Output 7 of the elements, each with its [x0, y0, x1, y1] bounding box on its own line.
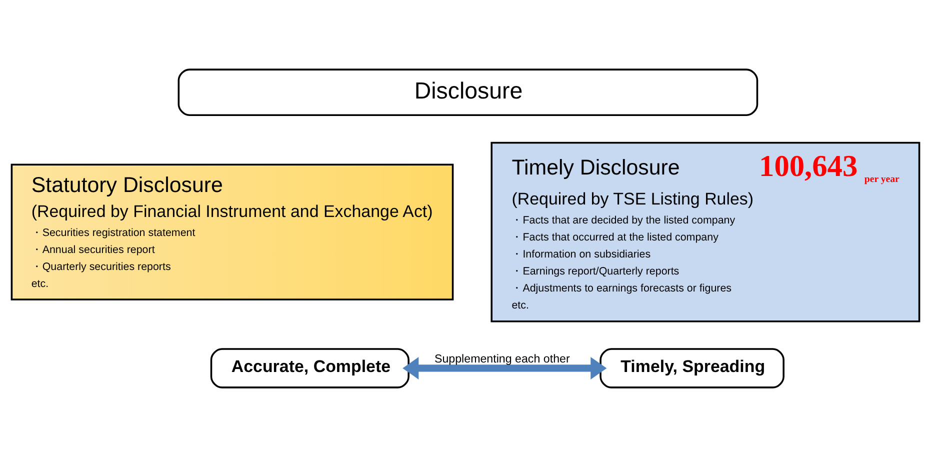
- node-box: Timely, Spreading: [600, 348, 784, 388]
- arrow: [402, 357, 607, 380]
- node-box: Timely Disclosure 100,643 per year (Required by TSE Listing Rules) ・Facts that are decided by the listed company ・Facts that occurred at the listed company ・Information on subsidiaries ・Earnings report/Quarterly reports ・Adjustments to earnings forecasts or figures etc.: [490, 142, 920, 322]
- edge-label: Supplementing each other: [434, 352, 570, 366]
- node-box: Statutory Disclosure (Required by Financial Instrument and Exchange Act) ・Securities registration statement ・Annual securities report ・Quarterly securities reports etc.: [10, 164, 454, 300]
- node-box: Accurate, Complete: [210, 348, 410, 388]
- node-box: Disclosure: [178, 68, 758, 116]
